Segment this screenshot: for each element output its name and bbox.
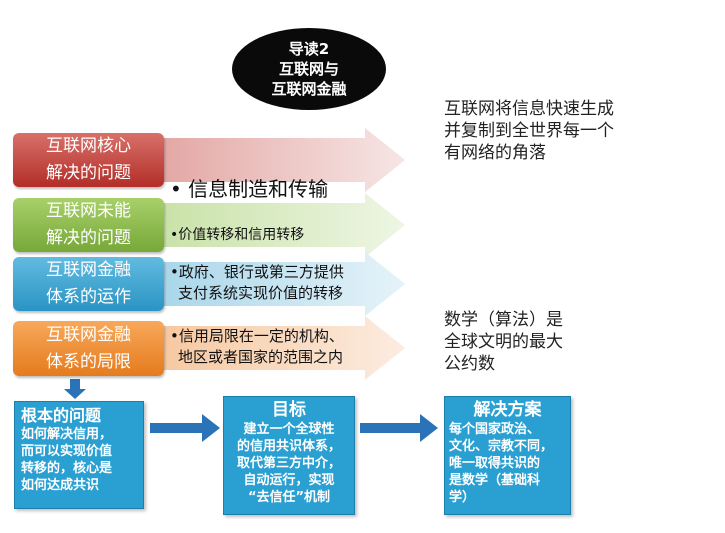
root-problem-line-1: 如何解决信用，: [21, 427, 113, 442]
row-arrow-3: [160, 252, 405, 316]
goal-line-3: 取代第三方中介，: [236, 456, 341, 471]
down-arrow: [64, 379, 86, 399]
note-mid-line-1: 数学（算法）是: [444, 310, 563, 330]
goal-title: 目标: [272, 400, 306, 420]
note-mid: 数学（算法）是 全球文明的最大 公约数: [444, 309, 563, 375]
row-desc-4-line-1: •信用局限在一定的机构、: [170, 327, 344, 345]
note-top-line-2: 并复制到全世界每一个: [444, 121, 614, 141]
solution-box: 解决方案 每个国家政治、 文化、宗教不同， 唯一取得共识的 是数学（基础科 学）: [444, 396, 571, 515]
row-desc-4: •信用局限在一定的机构、 地区或者国家的范围之内: [170, 326, 344, 368]
row-desc-3-line-1: •政府、银行或第三方提供: [170, 263, 344, 281]
note-top: 互联网将信息快速生成 并复制到全世界每一个 有网络的角落: [444, 98, 614, 164]
row-desc-1: • 信息制造和传输: [170, 176, 328, 202]
row-arrow-2: [160, 193, 405, 257]
solution-line-3: 唯一取得共识的: [449, 456, 541, 471]
oval-line-3: 互联网金融: [271, 80, 347, 98]
row-desc-2: •价值转移和信用转移: [170, 226, 304, 244]
row-label-2-line-2: 解决的问题: [46, 228, 131, 248]
solution-title: 解决方案: [473, 400, 542, 420]
solution-line-5: 学）: [449, 490, 476, 505]
row-label-1-line-1: 互联网核心: [46, 136, 131, 156]
row-desc-3: •政府、银行或第三方提供 支付系统实现价值的转移: [170, 262, 344, 304]
solution-line-2: 文化、宗教不同，: [449, 439, 554, 454]
right-arrow-1: [150, 414, 220, 442]
note-top-line-3: 有网络的角落: [444, 143, 546, 163]
goal-line-5: “去信任”机制: [247, 490, 331, 505]
note-mid-line-3: 公约数: [444, 354, 495, 374]
row-arrow-4: [160, 316, 405, 380]
note-mid-line-2: 全球文明的最大: [444, 332, 563, 352]
goal-box: 目标 建立一个全球性 的信用共识体系， 取代第三方中介， 自动运行，实现 “去信…: [223, 396, 355, 515]
row-label-4: 互联网金融 体系的局限: [13, 321, 164, 376]
row-label-2-line-1: 互联网未能: [46, 201, 131, 221]
row-desc-4-line-2: 地区或者国家的范围之内: [178, 348, 344, 366]
row-desc-1-line-1: • 信息制造和传输: [170, 177, 329, 201]
solution-line-4: 是数学（基础科: [449, 473, 541, 488]
row-label-3: 互联网金融 体系的运作: [13, 257, 164, 311]
row-label-2: 互联网未能 解决的问题: [13, 198, 164, 252]
solution-line-1: 每个国家政治、: [449, 422, 541, 437]
row-label-3-line-1: 互联网金融: [46, 260, 131, 280]
row-arrow-1: [160, 128, 405, 192]
guide-oval: 导读2 互联网与 互联网金融: [232, 28, 386, 110]
row-label-4-line-2: 体系的局限: [46, 351, 131, 372]
goal-line-2: 的信用共识体系，: [236, 439, 341, 454]
row-desc-2-line-1: •价值转移和信用转移: [170, 227, 305, 243]
row-label-1: 互联网核心 解决的问题: [13, 133, 164, 187]
root-problem-title: 根本的问题: [21, 406, 102, 425]
row-desc-3-line-2: 支付系统实现价值的转移: [178, 284, 344, 302]
row-label-3-line-2: 体系的运作: [46, 287, 131, 307]
oval-line-2: 互联网与: [278, 60, 339, 78]
root-problem-line-3: 转移的，核心是: [21, 461, 113, 476]
note-top-line-1: 互联网将信息快速生成: [444, 99, 614, 119]
right-arrow-2: [360, 414, 438, 442]
root-problem-line-4: 如何达成共识: [21, 478, 100, 493]
root-problem-box: 根本的问题 如何解决信用， 而可以实现价值 转移的，核心是 如何达成共识: [14, 401, 144, 509]
root-problem-line-2: 而可以实现价值: [21, 444, 113, 459]
goal-line-1: 建立一个全球性: [243, 422, 335, 437]
goal-line-4: 自动运行，实现: [243, 473, 335, 488]
oval-line-1: 导读2: [288, 40, 330, 58]
row-label-1-line-2: 解决的问题: [46, 163, 131, 183]
row-label-4-line-1: 互联网金融: [46, 324, 131, 345]
